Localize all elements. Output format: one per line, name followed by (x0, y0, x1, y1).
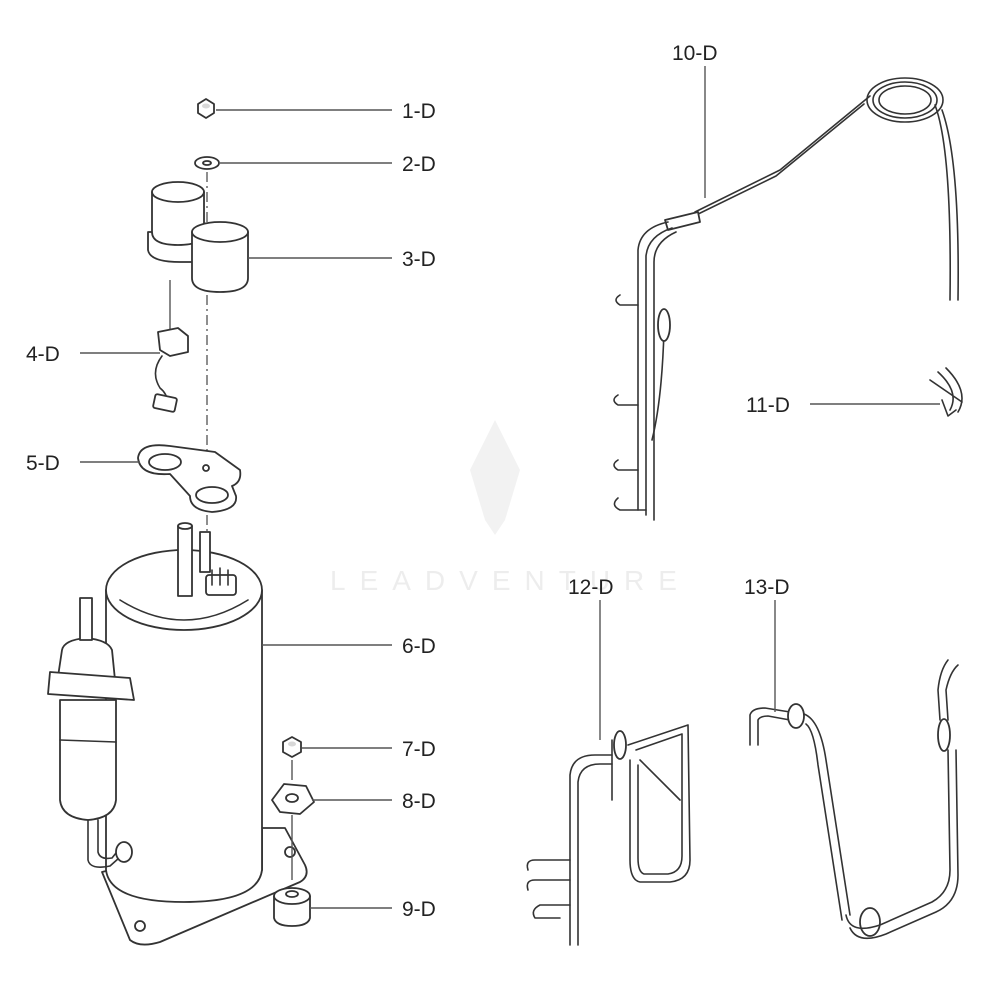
label-13-d: 13-D (744, 576, 790, 599)
part-1-nut (197, 98, 215, 119)
part-5-bracket (137, 444, 242, 513)
part-13-suction-pipe (749, 659, 959, 940)
label-11-d: 11-D (746, 394, 790, 417)
label-2-d: 2-D (402, 153, 436, 176)
label-8-d: 8-D (402, 790, 436, 813)
label-10-d: 10-D (672, 42, 718, 65)
label-12-d: 12-D (568, 576, 614, 599)
part-2-washer (194, 156, 220, 170)
part-4-connector (152, 327, 189, 413)
label-4-d: 4-D (26, 343, 60, 366)
part-10-capillary-tube (613, 77, 959, 521)
label-1-d: 1-D (402, 100, 436, 123)
label-3-d: 3-D (402, 248, 436, 271)
label-6-d: 6-D (402, 635, 436, 658)
label-5-d: 5-D (26, 452, 60, 475)
label-9-d: 9-D (402, 898, 436, 921)
part-11-clip (929, 367, 963, 417)
part-3-capacitors (147, 181, 249, 293)
part-9-grommet (273, 887, 311, 927)
part-8-washer-plate (271, 783, 315, 815)
watermark: LEADVENTURE (330, 420, 691, 596)
watermark-text: LEADVENTURE (330, 565, 691, 596)
part-12-discharge-pipe (526, 724, 691, 946)
part-7-nut (282, 736, 302, 758)
part-6-compressor (47, 522, 308, 946)
label-7-d: 7-D (402, 738, 436, 761)
